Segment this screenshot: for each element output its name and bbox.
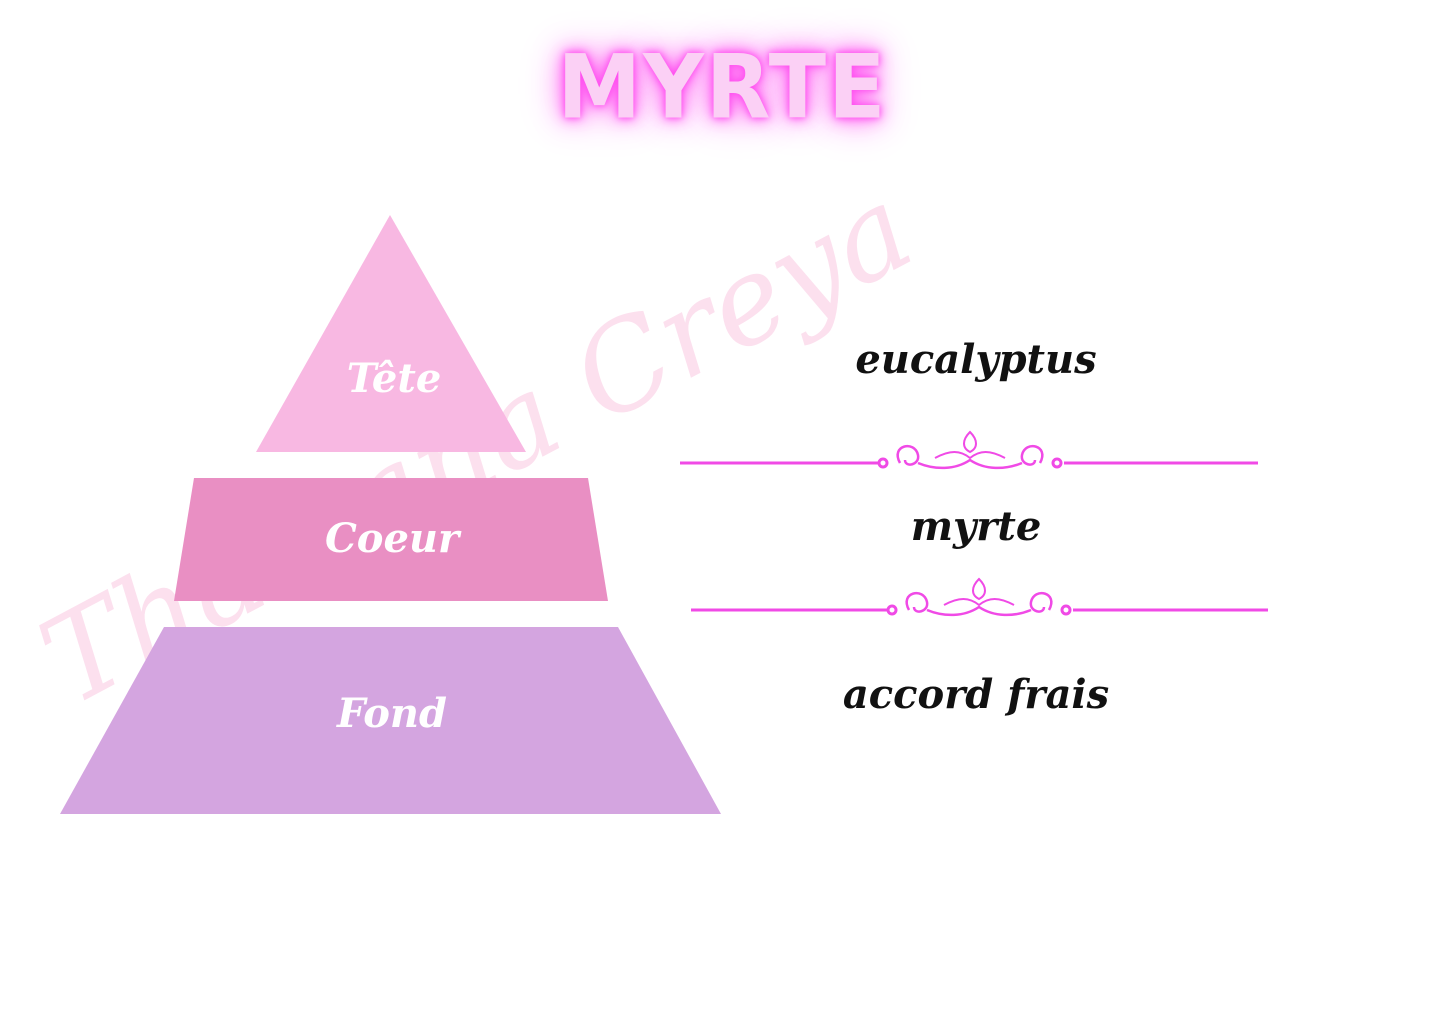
note-top: eucalyptus bbox=[855, 336, 1097, 383]
pyramid-tier-base bbox=[60, 627, 721, 814]
pyramid-tier-top bbox=[256, 215, 526, 452]
tier-label-heart: Coeur bbox=[324, 515, 460, 562]
ornamental-divider-2 bbox=[691, 577, 1268, 617]
note-base: accord frais bbox=[842, 671, 1110, 718]
tier-label-base: Fond bbox=[337, 690, 447, 737]
ornamental-divider-1 bbox=[680, 430, 1258, 470]
note-heart: myrte bbox=[910, 503, 1042, 550]
tier-label-top: Tête bbox=[346, 355, 442, 402]
pyramid-tier-heart bbox=[174, 478, 608, 601]
page-title: MYRTE bbox=[557, 35, 888, 139]
